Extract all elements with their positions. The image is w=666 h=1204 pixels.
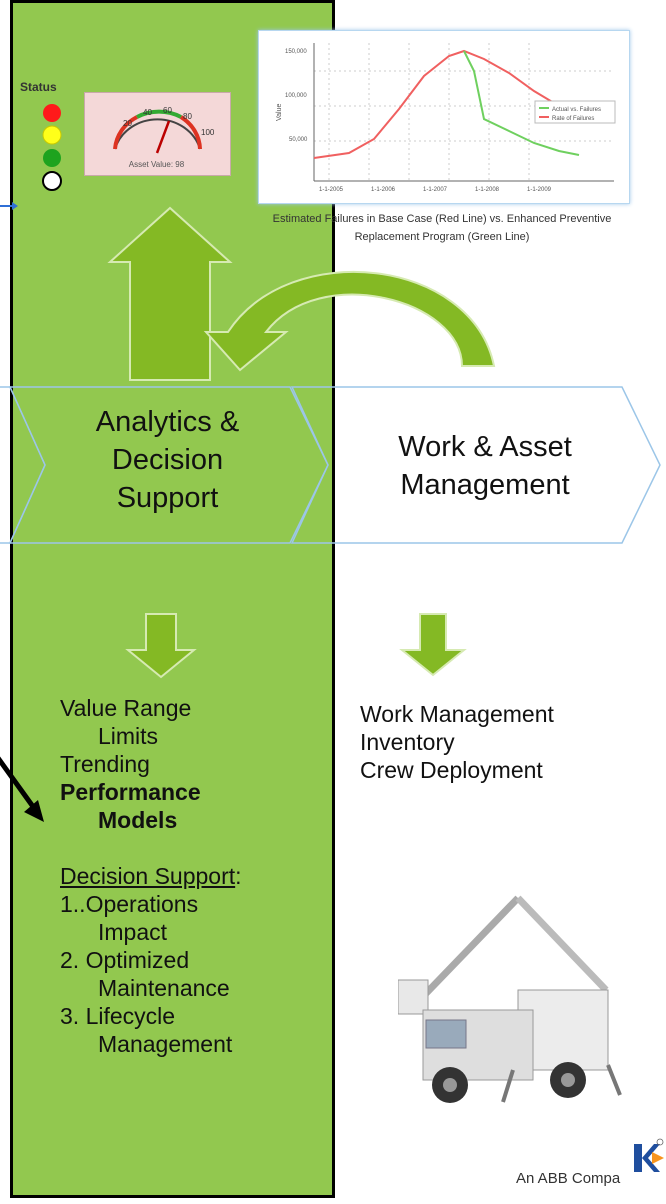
series-enhanced: [463, 50, 580, 156]
status-label: Status: [20, 80, 57, 94]
status-light-red: [43, 104, 61, 122]
chevron-left-partial: [0, 386, 46, 544]
list-item: 1..Operations: [60, 891, 199, 917]
step-analytics-line: Decision: [111, 444, 224, 476]
work-list: Work Management Inventory Crew Deploymen…: [360, 700, 554, 784]
list-item: Inventory: [360, 729, 455, 755]
gauge-tick: 100: [201, 128, 215, 137]
decision-support-heading: Decision Support:: [60, 862, 242, 890]
list-item: Performance: [60, 779, 201, 805]
feedback-curved-arrow: [203, 270, 496, 372]
step-analytics-line: Support: [116, 482, 219, 514]
down-arrow-work: [399, 613, 467, 677]
series-base-case: [313, 49, 580, 159]
company-tagline: An ABB Compa: [516, 1170, 621, 1187]
status-light-green: [43, 149, 61, 167]
gauge-tick: 20: [123, 119, 132, 128]
legend-entry: Rate of Failures: [552, 116, 594, 122]
list-item: Maintenance: [98, 975, 230, 1001]
legend-entry: Actual vs. Failures: [552, 107, 601, 113]
x-tick: 1-1-2007: [423, 187, 448, 193]
down-arrow-analytics: [125, 613, 197, 679]
x-tick: 1-1-2006: [371, 187, 396, 193]
gauge-tick: 60: [163, 106, 172, 115]
gauge-tick: 80: [183, 112, 192, 121]
up-arrow: [107, 206, 233, 381]
status-light-yellow: [42, 125, 62, 145]
list-item: Crew Deployment: [360, 757, 543, 783]
list-item: Management: [98, 1031, 233, 1057]
pointer-arrow-line: [0, 756, 37, 810]
gauge-tick: 40: [143, 108, 152, 117]
step-work-line: Management: [400, 469, 570, 501]
decision-support-text: Decision Support: [60, 863, 236, 889]
x-tick: 1-1-2005: [319, 187, 344, 193]
bucket-truck-icon: [398, 895, 622, 1103]
chart-caption: Estimated Failures in Base Case (Red Lin…: [272, 213, 612, 243]
pointer-arrow-head: [24, 800, 44, 822]
list-item: Trending: [60, 751, 150, 777]
decision-support-colon: :: [235, 863, 242, 889]
step-work-label: Work & Asset Management: [340, 428, 630, 504]
list-item: Limits: [98, 723, 159, 749]
list-item: Work Management: [360, 701, 554, 727]
list-item: Models: [98, 807, 178, 833]
company-logo-icon: [634, 1138, 664, 1172]
list-item: 2. Optimized: [60, 947, 190, 973]
gauge-widget: 20 40 60 80 100: [84, 92, 231, 176]
gauge-icon: 20 40 60 80 100: [113, 106, 215, 154]
failures-chart: Actual vs. Failures Rate of Failures Val…: [258, 30, 630, 204]
step-analytics-label: Analytics & Decision Support: [45, 403, 290, 517]
gauge-caption: Asset Value: 98: [128, 160, 185, 169]
failures-chart-plot: Actual vs. Failures Rate of Failures Val…: [276, 43, 616, 193]
step-work-line: Work & Asset: [398, 431, 572, 463]
x-tick: 1-1-2008: [475, 187, 500, 193]
status-light-off: [42, 171, 62, 191]
x-tick: 1-1-2009: [527, 187, 552, 193]
chevron-work-asset: [290, 386, 661, 544]
y-tick: 50,000: [289, 137, 308, 143]
blue-arrow-head: [12, 202, 18, 210]
step-analytics-line: Analytics &: [95, 406, 240, 438]
y-tick: 100,000: [285, 93, 307, 99]
list-item: Value Range: [60, 695, 192, 721]
list-item: Impact: [98, 919, 168, 945]
y-tick: 150,000: [285, 49, 307, 55]
list-item: 3. Lifecycle: [60, 1003, 176, 1029]
y-axis-label: Value: [276, 104, 283, 121]
analytics-list: Value Range Limits Trending Performance …: [60, 694, 242, 1058]
chevron-analytics: [8, 386, 329, 544]
